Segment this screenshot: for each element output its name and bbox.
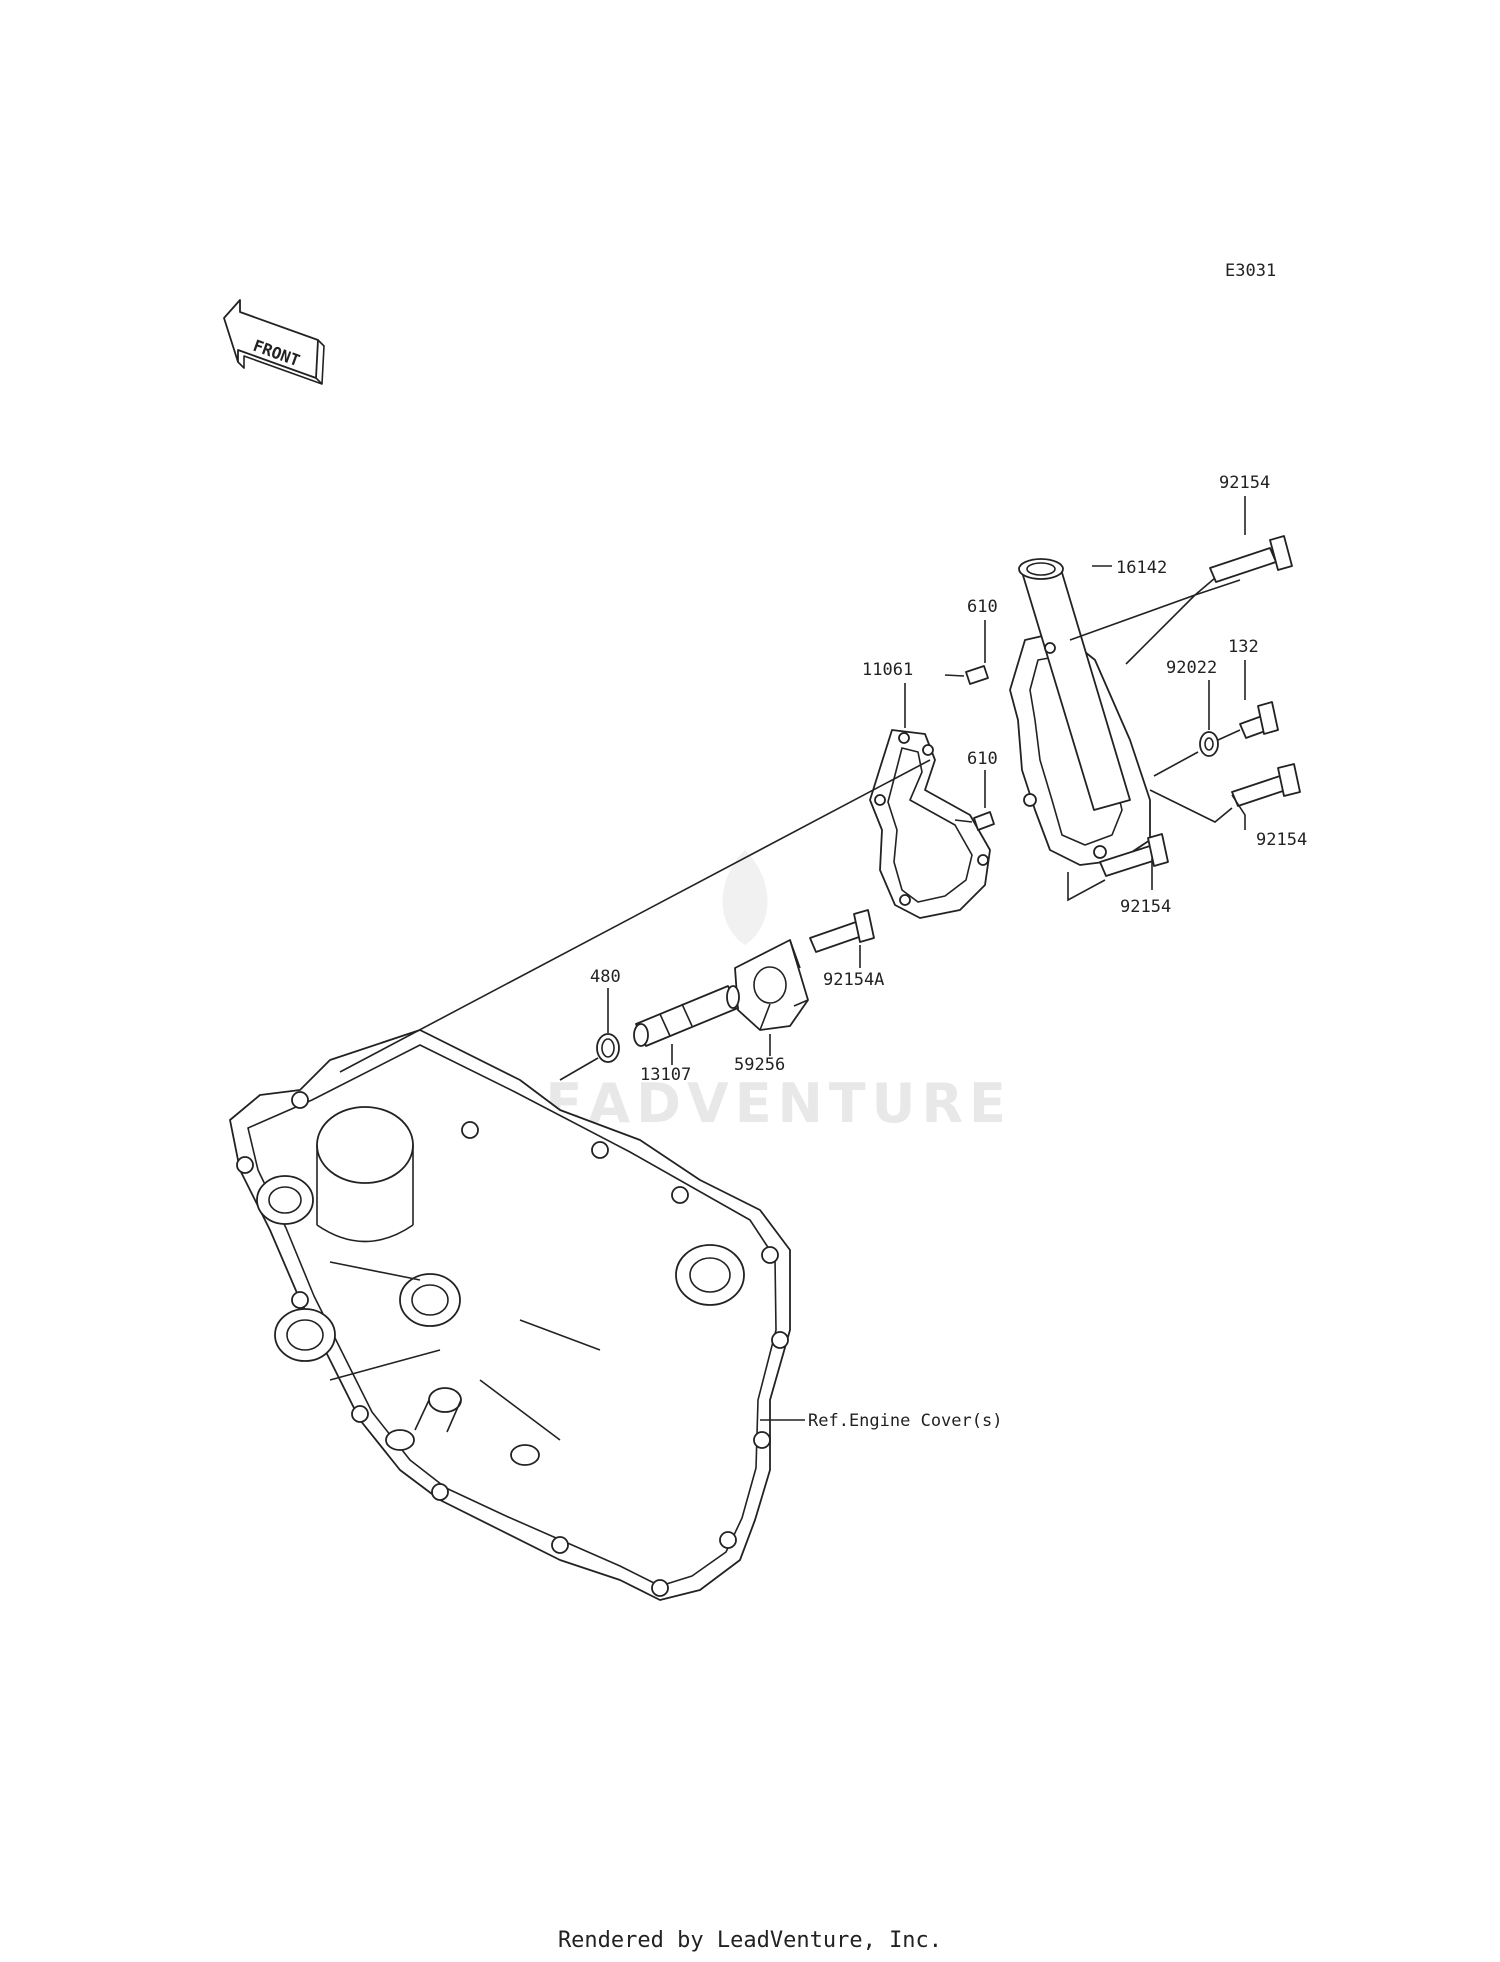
diagram-code: E3031 xyxy=(1225,261,1276,281)
leader-lines xyxy=(339,496,1246,1421)
part-label-13107: 13107 xyxy=(640,1065,691,1085)
part-label-92154-top: 92154 xyxy=(1219,473,1270,493)
part-label-92154A: 92154A xyxy=(823,970,884,990)
bolt-lower-part xyxy=(1099,833,1169,877)
impeller-bolt-part xyxy=(809,909,875,953)
dowel-pin-lower xyxy=(973,811,995,831)
washer-part xyxy=(1199,731,1219,757)
circlip-part xyxy=(596,1033,620,1063)
part-label-92022: 92022 xyxy=(1166,658,1217,678)
pump-cover-part xyxy=(1009,558,1151,866)
part-label-92154-lower: 92154 xyxy=(1120,897,1171,917)
part-label-480: 480 xyxy=(590,967,621,987)
dowel-pin-upper xyxy=(965,665,989,685)
part-label-92154-right: 92154 xyxy=(1256,830,1307,850)
part-label-132: 132 xyxy=(1228,637,1259,657)
part-label-59256: 59256 xyxy=(734,1055,785,1075)
watermark-flame-icon xyxy=(722,850,768,945)
gasket-part xyxy=(869,729,991,919)
footer-credit: Rendered by LeadVenture, Inc. xyxy=(557,1928,943,1953)
bolt-top-right-part xyxy=(1209,535,1293,583)
reference-label: Ref.Engine Cover(s) xyxy=(808,1411,1002,1431)
engine-cover xyxy=(229,1029,791,1601)
part-label-16142: 16142 xyxy=(1116,558,1167,578)
front-arrow-icon: FRONT xyxy=(223,299,325,385)
part-label-11061: 11061 xyxy=(862,660,913,680)
bolt-right-part xyxy=(1231,763,1301,807)
pump-shaft-part xyxy=(633,985,740,1047)
impeller-part xyxy=(734,939,809,1031)
part-label-610-upper: 610 xyxy=(967,597,998,617)
drain-bolt-part xyxy=(1239,701,1279,739)
part-label-610-lower: 610 xyxy=(967,749,998,769)
